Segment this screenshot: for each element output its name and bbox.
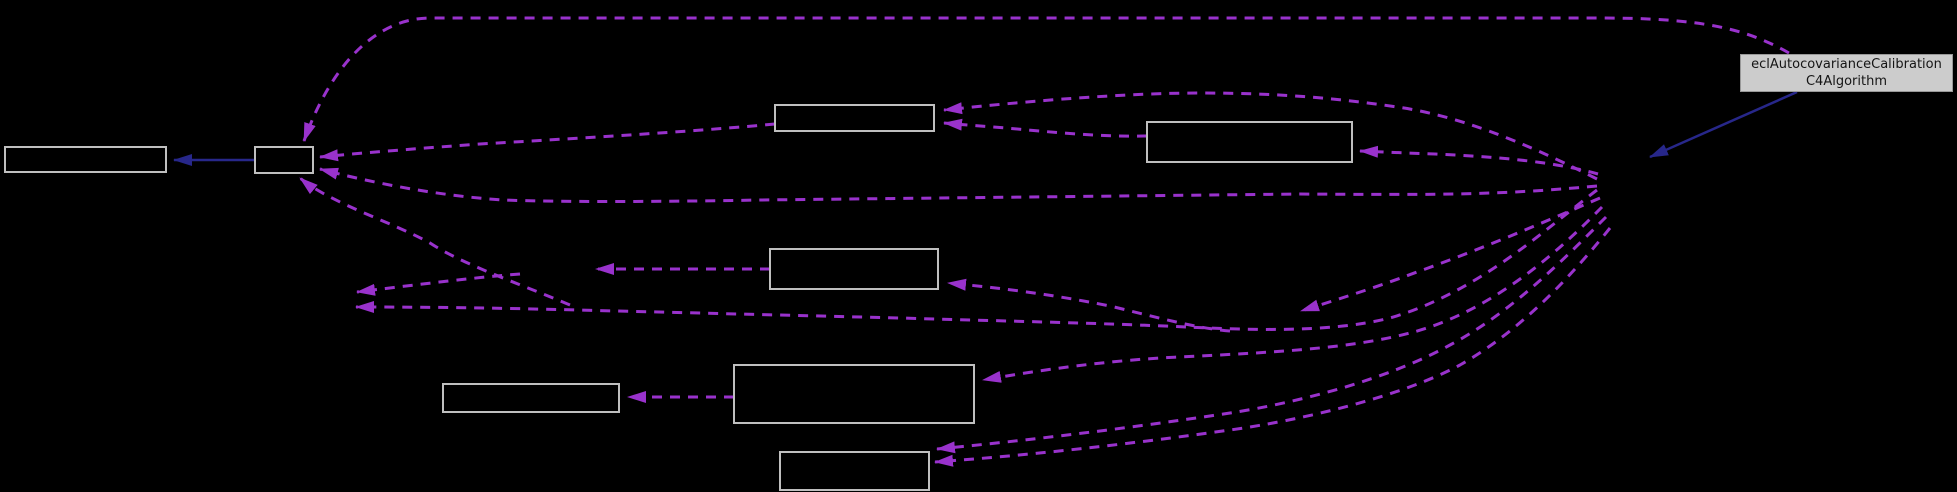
class-node-6[interactable] bbox=[442, 383, 620, 413]
class-label-line2: C4Algorithm bbox=[1805, 74, 1887, 89]
class-node-eclAutocovarianceCalibrationC4Algorithm[interactable]: eclAutocovarianceCalibration C4Algorithm bbox=[1740, 54, 1953, 92]
class-node-5[interactable] bbox=[769, 248, 939, 290]
edge-node4-to-node3 bbox=[943, 118, 1148, 138]
class-node-4[interactable] bbox=[1146, 121, 1353, 163]
class-node-7[interactable] bbox=[733, 364, 975, 424]
edge-hidden1-to-hidden2 bbox=[356, 272, 521, 296]
edge-mainlabel-inherit bbox=[1649, 90, 1798, 159]
edge-hub-to-node4 bbox=[1359, 145, 1599, 176]
edge-hub-to-hidden3 bbox=[1300, 196, 1601, 313]
edge-node3-to-node2 bbox=[319, 122, 776, 162]
class-node-1[interactable] bbox=[4, 146, 167, 173]
edge-main-to-node2-top bbox=[302, 16, 1790, 142]
class-node-2[interactable] bbox=[254, 146, 314, 174]
edge-hub-to-node8-upper bbox=[936, 215, 1608, 454]
edge-hub-to-node2 bbox=[319, 167, 1598, 203]
edge-hub-to-node7 bbox=[982, 205, 1604, 383]
edge-lower-to-node2-bottom bbox=[299, 176, 571, 307]
edge-hidden3-to-node5 bbox=[947, 278, 1231, 333]
class-node-3[interactable] bbox=[774, 104, 935, 132]
class-node-8[interactable] bbox=[779, 451, 930, 491]
class-label-line1: eclAutocovarianceCalibration bbox=[1751, 57, 1942, 72]
edge-hub-to-hidden2 bbox=[355, 188, 1598, 331]
edge-hub-to-node8-lower bbox=[934, 227, 1612, 467]
